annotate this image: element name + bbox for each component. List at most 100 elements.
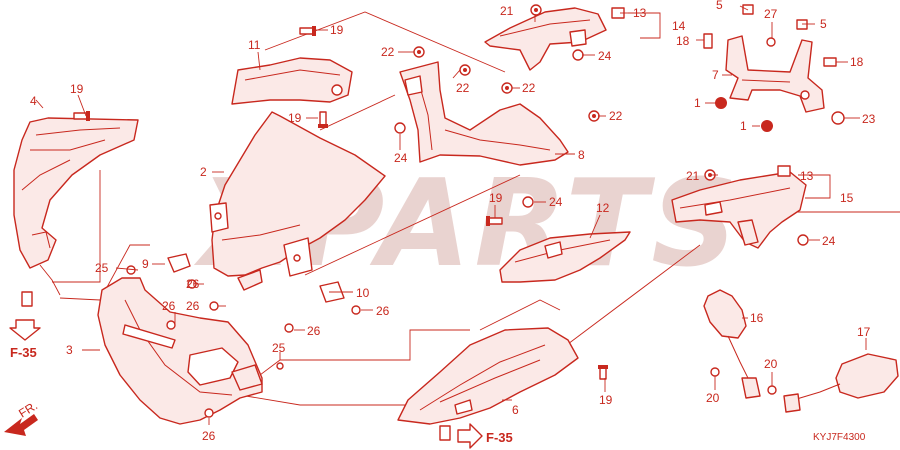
callout-22: 22 [522,81,536,95]
ref-f35-left[interactable]: F-35 [10,345,37,360]
callout-24: 24 [822,234,836,248]
callout-6: 6 [512,403,519,417]
callout-18: 18 [850,55,864,69]
clip-icon[interactable] [413,46,425,58]
callout-22: 22 [609,109,623,123]
callout-1: 1 [740,119,747,133]
clip-icon[interactable] [831,111,845,125]
clip-icon[interactable] [394,122,406,134]
callout-22: 22 [456,81,470,95]
callout-3: 3 [66,343,73,357]
callout-12: 12 [596,201,610,215]
callout-17: 17 [857,325,871,339]
clip-icon[interactable] [166,320,176,330]
arrow-icon[interactable] [457,423,483,449]
callout-11: 11 [248,38,261,52]
diagram-code: KYJ7F4300 [813,432,866,443]
callout-26: 26 [376,304,390,318]
direction-arrow-icon [4,414,38,436]
callout-19: 19 [330,23,344,37]
part-17-mirror-right[interactable] [783,353,899,413]
clip-icon[interactable] [530,4,542,16]
callout-1: 1 [694,96,701,110]
part-7-stay[interactable] [725,35,825,113]
clip-icon[interactable] [588,110,600,122]
clip-icon[interactable] [823,57,837,67]
leader-lines [35,5,867,425]
callout-2: 2 [200,165,207,179]
bolt-icon[interactable] [318,111,328,128]
callout-13: 13 [800,169,814,183]
callout-4: 4 [30,94,37,108]
callout-24: 24 [598,49,612,63]
callout-5: 5 [716,0,723,12]
clip-icon[interactable] [501,82,513,94]
bolt-icon[interactable] [598,365,608,380]
callout-26: 26 [186,277,200,291]
clip-icon[interactable] [797,234,809,246]
part-4-inner-side-cover[interactable] [13,117,139,269]
bolt-icon[interactable] [73,111,90,121]
callout-23: 23 [862,112,876,126]
clip-icon[interactable] [761,120,773,132]
clip-icon[interactable] [209,301,219,311]
clip-icon[interactable] [204,408,214,418]
clip-icon[interactable] [21,291,33,307]
clip-icon[interactable] [284,323,294,333]
callout-15: 15 [840,191,854,205]
clip-icon[interactable] [710,367,720,377]
callout-26: 26 [307,324,321,338]
part-2-windscreen[interactable] [209,111,386,291]
callout-16: 16 [750,311,764,325]
clip-icon[interactable] [572,49,584,61]
callout-13: 13 [633,6,647,20]
callout-19: 19 [599,393,613,407]
callout-5: 5 [820,17,827,31]
callout-20: 20 [706,391,720,405]
callout-21: 21 [686,169,700,183]
clip-icon[interactable] [459,64,471,76]
callout-21: 21 [500,4,514,18]
ref-f35-bottom[interactable]: F-35 [486,430,513,445]
clip-icon[interactable] [703,33,713,49]
bolt-icon[interactable] [299,26,316,36]
direction-label: FR. [16,398,40,420]
clip-icon[interactable] [715,97,727,109]
arrow-icon[interactable] [9,319,41,341]
clip-icon[interactable] [276,362,284,370]
callout-25: 25 [95,261,109,275]
clip-icon[interactable] [767,385,777,395]
clip-icon[interactable] [796,19,808,30]
callout-18: 18 [676,34,690,48]
part-3-front-cowl[interactable] [97,277,263,425]
callout-9: 9 [142,257,149,271]
callout-27: 27 [764,7,778,21]
clip-icon[interactable] [522,196,534,208]
clip-icon[interactable] [777,165,791,177]
callout-19: 19 [489,191,503,205]
callout-26: 26 [202,429,216,443]
part-8-middle-cowl[interactable] [399,61,569,166]
callout-20: 20 [764,357,778,371]
callout-19: 19 [70,82,84,96]
part-11-upper-bracket[interactable] [231,57,353,105]
callout-14: 14 [672,19,686,33]
part-12-inner-panel[interactable] [499,231,631,283]
callout-24: 24 [549,195,563,209]
clip-icon[interactable] [351,305,361,315]
clip-icon[interactable] [766,37,776,47]
callout-26: 26 [186,299,200,313]
callout-8: 8 [578,148,585,162]
callout-22: 22 [381,45,395,59]
bolt-icon[interactable] [486,216,503,226]
clip-icon[interactable] [167,253,191,273]
clip-icon[interactable] [439,425,451,441]
reference-outline [39,11,900,406]
part-14-upper-cover[interactable] [484,7,607,71]
part-16-mirror-left[interactable] [703,289,761,399]
part-6-lower-cowl[interactable] [397,327,579,425]
callout-labels: 19 19 19 19 19 4 11 2 3 9 25 25 26 26 26… [30,0,876,443]
callout-26: 26 [162,299,176,313]
part-15-side-cover[interactable] [671,171,807,249]
